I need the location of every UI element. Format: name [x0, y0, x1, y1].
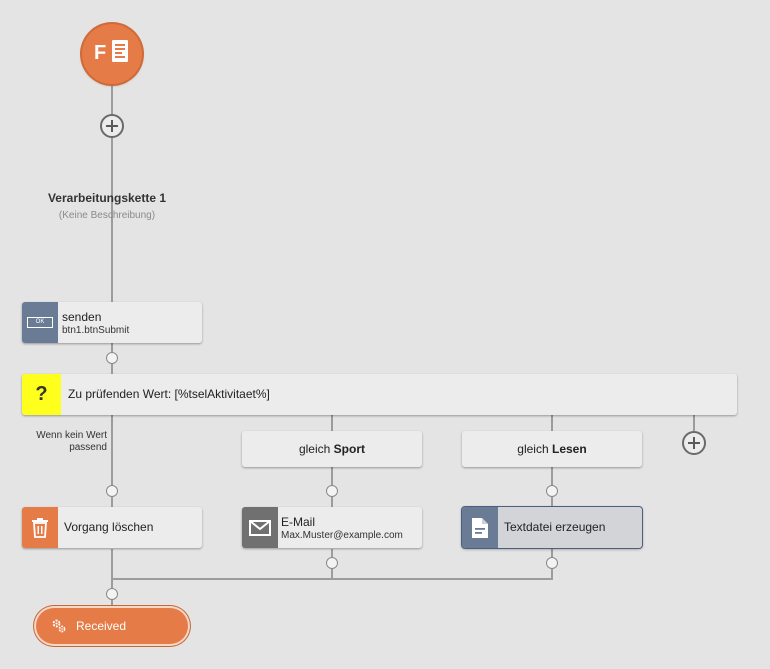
- mail-icon: [249, 519, 271, 536]
- branch-value: Lesen: [552, 442, 587, 456]
- connector-point[interactable]: [546, 485, 558, 497]
- flow-line: [111, 135, 113, 302]
- document-icon: [112, 40, 128, 62]
- branch-prefix: gleich: [298, 442, 331, 456]
- default-branch-label-line2: passend: [69, 442, 107, 453]
- end-state-label: Received: [76, 619, 127, 633]
- flow-line: [693, 415, 695, 431]
- chain-description: (Keine Beschreibung): [58, 210, 156, 221]
- action-icon-box: [462, 507, 498, 548]
- button-ok-icon: OK: [27, 317, 53, 328]
- action-icon-box: [242, 507, 278, 548]
- action-title: Vorgang löschen: [64, 520, 154, 534]
- form-logo[interactable]: F: [82, 24, 142, 84]
- merge-line: [111, 578, 553, 580]
- connector-point[interactable]: [326, 557, 338, 569]
- trigger-node[interactable]: OK senden btn1.btnSubmit: [22, 302, 202, 343]
- connector-point[interactable]: [106, 588, 118, 600]
- default-branch-label-line1: Wenn kein Wert: [36, 430, 107, 441]
- default-branch-label: Wenn kein Wert passend: [24, 430, 107, 454]
- question-icon: ?: [22, 374, 61, 415]
- action-email-node[interactable]: E-Mail Max.Muster@example.com: [242, 507, 422, 548]
- flow-line: [111, 415, 113, 507]
- flow-line: [111, 84, 113, 118]
- action-textfile-node[interactable]: Textdatei erzeugen: [462, 507, 642, 548]
- condition-node[interactable]: ? Zu prüfenden Wert: [%tselAktivitaet%]: [22, 374, 737, 415]
- connector-point[interactable]: [106, 485, 118, 497]
- branch-value: Sport: [333, 442, 366, 456]
- action-icon-box: [22, 507, 58, 548]
- connector-point[interactable]: [106, 352, 118, 364]
- action-subtitle: Max.Muster@example.com: [281, 530, 403, 541]
- action-delete-node[interactable]: Vorgang löschen: [22, 507, 202, 548]
- text-file-icon: [472, 517, 488, 538]
- trash-icon: [32, 517, 48, 538]
- trigger-icon-box: OK: [22, 302, 58, 343]
- trigger-subtitle: btn1.btnSubmit: [62, 325, 130, 336]
- action-title: E-Mail: [281, 515, 316, 529]
- add-branch-button[interactable]: [682, 431, 706, 455]
- add-trigger-button[interactable]: [100, 114, 124, 138]
- branch-prefix: gleich: [517, 442, 549, 456]
- branch-lesen[interactable]: gleich Lesen: [462, 431, 642, 467]
- condition-text: Zu prüfenden Wert: [%tselAktivitaet%]: [68, 387, 270, 401]
- formcycle-logo-icon: F: [94, 42, 107, 64]
- end-state-received[interactable]: Received: [36, 608, 188, 644]
- action-title: Textdatei erzeugen: [504, 520, 606, 534]
- connector-point[interactable]: [546, 557, 558, 569]
- branch-sport[interactable]: gleich Sport: [242, 431, 422, 467]
- chain-title: Verarbeitungskette 1: [47, 191, 167, 205]
- gears-icon: [52, 619, 66, 633]
- trigger-title: senden: [62, 310, 102, 324]
- connector-point[interactable]: [326, 485, 338, 497]
